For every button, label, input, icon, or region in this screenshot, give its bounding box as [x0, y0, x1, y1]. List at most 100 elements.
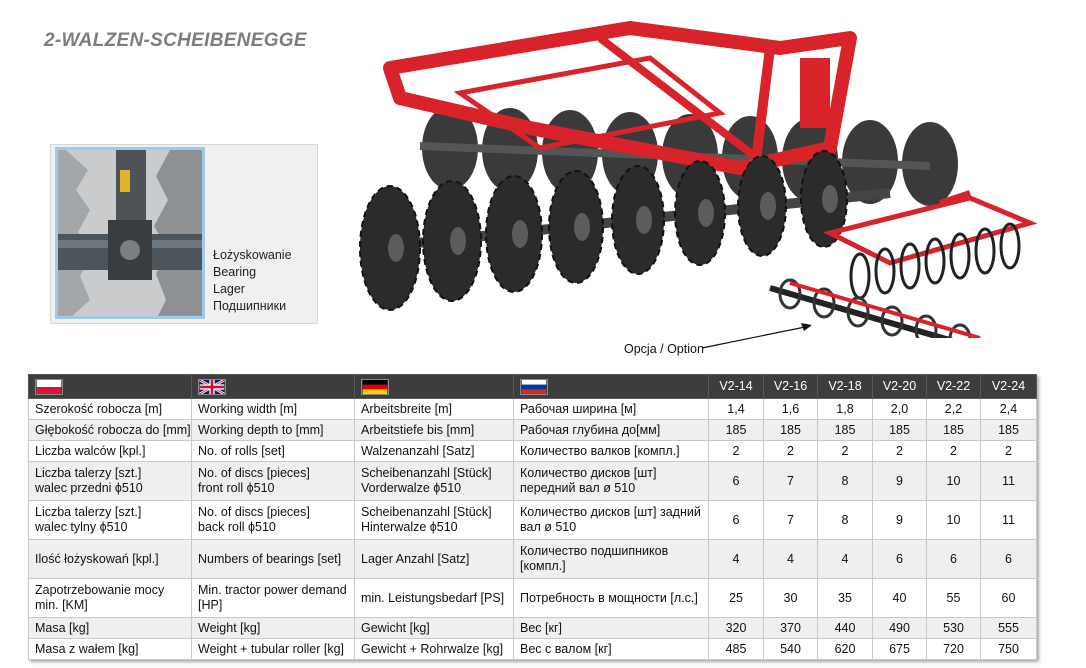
frame-brace — [597, 34, 773, 172]
option-label: Opcja / Option — [624, 342, 704, 356]
option-roller — [874, 247, 896, 295]
header-de — [354, 374, 514, 399]
table-row: Głębokość robocza do [mm]Working depth t… — [28, 419, 1037, 441]
table-row: Szerokość robocza [m]Working width [m]Ar… — [28, 398, 1037, 420]
page-title: 2-WALZEN-SCHEIBENEGGE — [44, 30, 307, 51]
bearing-photo — [55, 147, 205, 319]
option-hitch — [939, 190, 971, 206]
value-cell: 6 — [708, 461, 764, 501]
param-line: Szerokość robocza [m] — [35, 401, 163, 416]
option-ring — [846, 296, 870, 328]
value-cell: 2,2 — [926, 398, 981, 420]
model-header: V2-22 — [926, 374, 981, 399]
param-line: Zapotrzebowanie mocy — [35, 583, 165, 597]
param-ru: Рабочая ширина [м] — [513, 398, 709, 420]
value-cell: 185 — [980, 419, 1037, 441]
value-cell: 750 — [980, 638, 1037, 660]
param-en: No. of discs [pieces]front roll ϕ510 — [191, 461, 355, 501]
param-line: Working width [m] — [198, 401, 298, 416]
param-en: Weight [kg] — [191, 617, 355, 639]
gb-flag-icon — [198, 378, 226, 395]
param-ru: Вес с валом [кг] — [513, 638, 709, 660]
param-en: No. of rolls [set] — [191, 440, 355, 462]
hitch-plate — [800, 58, 830, 128]
param-pl: Ilość łożyskowań [kpl.] — [28, 539, 192, 579]
bearing-inset: Łożyskowanie Bearing Lager Подшипники — [50, 144, 318, 324]
value-cell: 185 — [817, 419, 873, 441]
param-line: Arbeitstiefe bis [mm] — [361, 422, 475, 437]
param-line: Głębokość robocza do [mm] — [35, 422, 191, 437]
param-line: Min. tractor power demand — [198, 583, 347, 597]
table-row: Liczba walców [kpl.]No. of rolls [set]Wa… — [28, 440, 1037, 462]
value-cell: 2 — [763, 440, 818, 462]
model-header: V2-14 — [708, 374, 764, 399]
param-line: Lager Anzahl [Satz] — [361, 551, 470, 566]
disc-hub — [450, 227, 466, 255]
param-line: Weight [kg] — [198, 620, 261, 635]
param-ru: Количество дисков [шт]передний вал ø 510 — [513, 461, 709, 501]
spec-table: V2-14 V2-16 V2-18 V2-20 V2-22 V2-24 Szer… — [28, 374, 1037, 660]
param-line: Numbers of bearings [set] — [198, 551, 342, 566]
header-ru — [513, 374, 709, 399]
value-cell: 2 — [708, 440, 764, 462]
param-de: Arbeitstiefe bis [mm] — [354, 419, 514, 441]
disc-hub — [698, 199, 714, 227]
disc-hub — [388, 234, 404, 262]
param-line: Masa z wałem [kg] — [35, 641, 139, 656]
param-line: Scheibenanzahl [Stück] — [361, 505, 492, 519]
value-cell: 530 — [926, 617, 981, 639]
value-cell: 1,8 — [817, 398, 873, 420]
disc-hub — [760, 192, 776, 220]
value-cell: 10 — [926, 461, 981, 501]
value-cell: 6 — [872, 539, 927, 579]
param-de: min. Leistungsbedarf [PS] — [354, 578, 514, 618]
value-cell: 185 — [872, 419, 927, 441]
param-de: Walzenanzahl [Satz] — [354, 440, 514, 462]
value-cell: 2,4 — [980, 398, 1037, 420]
option-roller — [999, 222, 1021, 270]
disc-hub — [822, 185, 838, 213]
header-en — [191, 374, 355, 399]
option-roller — [974, 227, 996, 275]
harrow-illustration — [330, 18, 1070, 355]
value-cell: 4 — [763, 539, 818, 579]
value-cell: 1,6 — [763, 398, 818, 420]
value-cell: 2 — [817, 440, 873, 462]
value-cell: 25 — [708, 578, 764, 618]
de-flag-icon — [361, 378, 389, 395]
param-line: Потребность в мощности [л.с.] — [520, 590, 698, 605]
value-cell: 8 — [817, 500, 873, 540]
bearing-label-de: Lager — [213, 282, 245, 296]
option-roller — [949, 232, 971, 280]
param-line: передний вал ø 510 — [520, 481, 636, 495]
option-roller — [924, 237, 946, 285]
value-cell: 185 — [763, 419, 818, 441]
param-ru: Вес [кг] — [513, 617, 709, 639]
bearing-label-en: Bearing — [213, 265, 257, 279]
value-cell: 555 — [980, 617, 1037, 639]
value-cell: 40 — [872, 578, 927, 618]
value-cell: 2 — [980, 440, 1037, 462]
param-line: Количество дисков [шт] задний — [520, 505, 701, 519]
frame-grid — [453, 55, 726, 151]
param-line: Количество подшипников — [520, 544, 669, 558]
param-en: Weight + tubular roller [kg] — [191, 638, 355, 660]
param-line: [компл.] — [520, 559, 566, 573]
option-ring — [812, 287, 836, 319]
param-line: No. of rolls [set] — [198, 443, 285, 458]
value-cell: 30 — [763, 578, 818, 618]
param-line: Вес с валом [кг] — [520, 641, 612, 656]
option-frame — [822, 195, 1038, 266]
value-cell: 490 — [872, 617, 927, 639]
param-ru: Потребность в мощности [л.с.] — [513, 578, 709, 618]
param-line: No. of discs [pieces] — [198, 466, 310, 480]
param-line: front roll ϕ510 — [198, 481, 275, 495]
param-line: Scheibenanzahl [Stück] — [361, 466, 492, 480]
value-cell: 55 — [926, 578, 981, 618]
option-rail — [789, 281, 981, 340]
param-line: Masa [kg] — [35, 620, 90, 635]
param-line: Gewicht [kg] — [361, 620, 430, 635]
option-ring — [778, 278, 802, 310]
